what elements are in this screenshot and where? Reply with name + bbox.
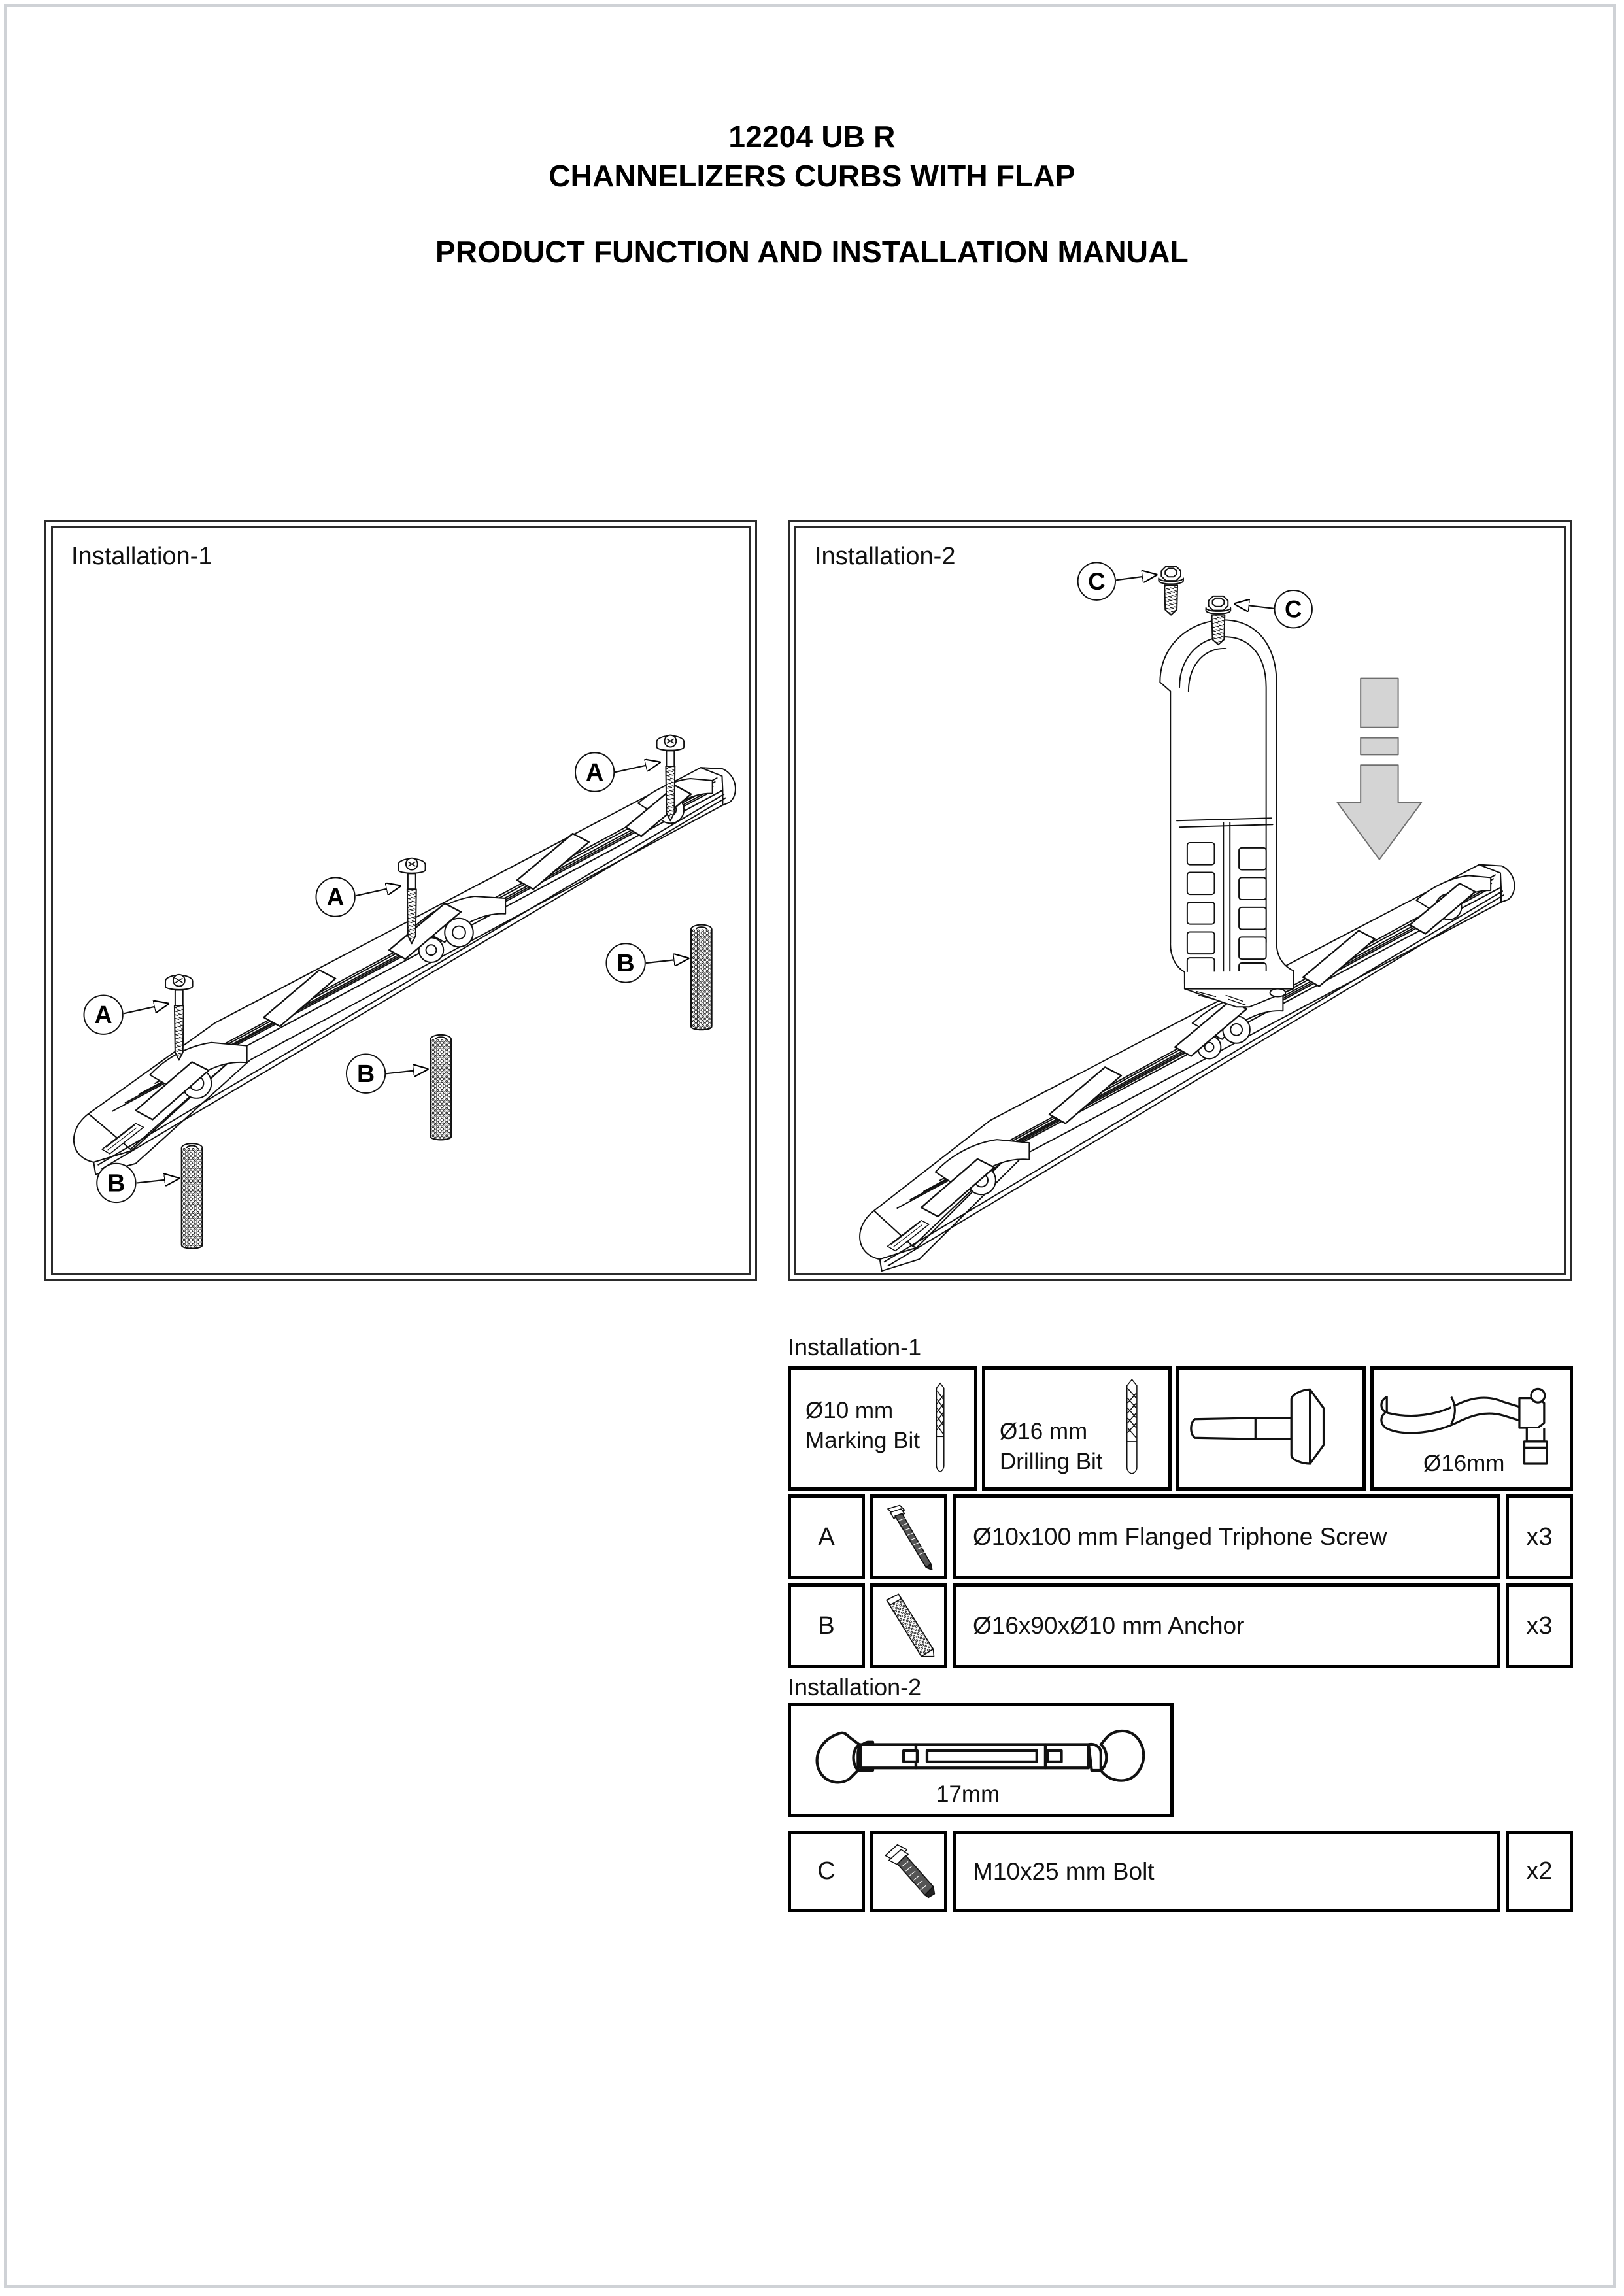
installation-1-diagram: A A [73,734,736,1249]
part-row-c-description: M10x25 mm Bolt [953,1831,1500,1912]
part-row-b-tag: B [788,1583,865,1668]
parts-table-1-heading: Installation-1 [788,1334,922,1360]
part-row-a-description: Ø10x100 mm Flanged Triphone Screw [953,1494,1500,1579]
svg-text:B: B [617,949,635,977]
socket-ratchet-icon [1380,1387,1548,1465]
title-product-code: 12204 UB R [728,120,896,154]
page-title: 12204 UB R CHANNELIZERS CURBS WITH FLAP … [0,118,1624,271]
tool-marking-bit-line2: Marking Bit [805,1428,921,1454]
installation-1-panel: Installation-1 [44,520,757,1281]
page-border [4,4,1616,2288]
tool-drilling-bit-line2: Drilling Bit [1000,1449,1103,1475]
tool-cell-socket-ratchet: Ø16mm [1370,1366,1573,1491]
svg-text:A: A [586,758,603,786]
installation-2-diagram: C C [859,562,1515,1272]
tool-cell-hammer [1176,1366,1366,1491]
tool-marking-bit-line1: Ø10 mm [805,1398,894,1423]
part-row-a-quantity: x3 [1506,1494,1573,1579]
tool-cell-open-end-wrench: 17mm [788,1703,1174,1817]
installation-2-panel: Installation-2 [788,520,1572,1281]
drilling-bit-icon [1126,1378,1138,1474]
tool-drilling-bit-line1: Ø16 mm [1000,1419,1088,1444]
part-row-c-tag: C [788,1831,865,1912]
socket-ratchet-caption: Ø16mm [1423,1451,1505,1476]
part-row-c-quantity: x2 [1506,1831,1573,1912]
marking-bit-icon [936,1382,945,1473]
open-end-wrench-caption: 17mm [936,1781,1000,1807]
part-row-c-icon [870,1831,947,1912]
svg-text:B: B [107,1169,125,1196]
part-row-b-quantity: x3 [1506,1583,1573,1668]
installation-2-panel-inner: Installation-2 [794,526,1566,1275]
tool-cell-drilling-bit: Ø16 mm Drilling Bit [982,1366,1172,1491]
svg-text:A: A [327,883,345,911]
part-row-a-tag: A [788,1494,865,1579]
title-manual: PRODUCT FUNCTION AND INSTALLATION MANUAL [435,234,1189,269]
parts-table-2-heading: Installation-2 [788,1674,922,1700]
title-product-name: CHANNELIZERS CURBS WITH FLAP [549,158,1075,193]
part-row-b-description: Ø16x90xØ10 mm Anchor [953,1583,1500,1668]
flanged-triphone-screw-icon [887,1504,933,1571]
svg-text:A: A [95,1001,112,1028]
svg-text:C: C [1285,596,1302,623]
hex-bolt-icon [885,1844,936,1899]
hammer-icon [1190,1388,1325,1465]
open-end-wrench-icon [815,1729,1145,1784]
svg-text:B: B [357,1060,375,1087]
installation-2-panel-label: Installation-2 [815,543,956,570]
anchor-sleeve-icon [886,1593,935,1657]
installation-1-panel-label: Installation-1 [71,543,212,570]
installation-1-panel-inner: Installation-1 [51,526,751,1275]
svg-text:C: C [1088,568,1105,595]
tool-cell-marking-bit: Ø10 mm Marking Bit [788,1366,977,1491]
part-row-a-icon [870,1494,947,1579]
part-row-b-icon [870,1583,947,1668]
